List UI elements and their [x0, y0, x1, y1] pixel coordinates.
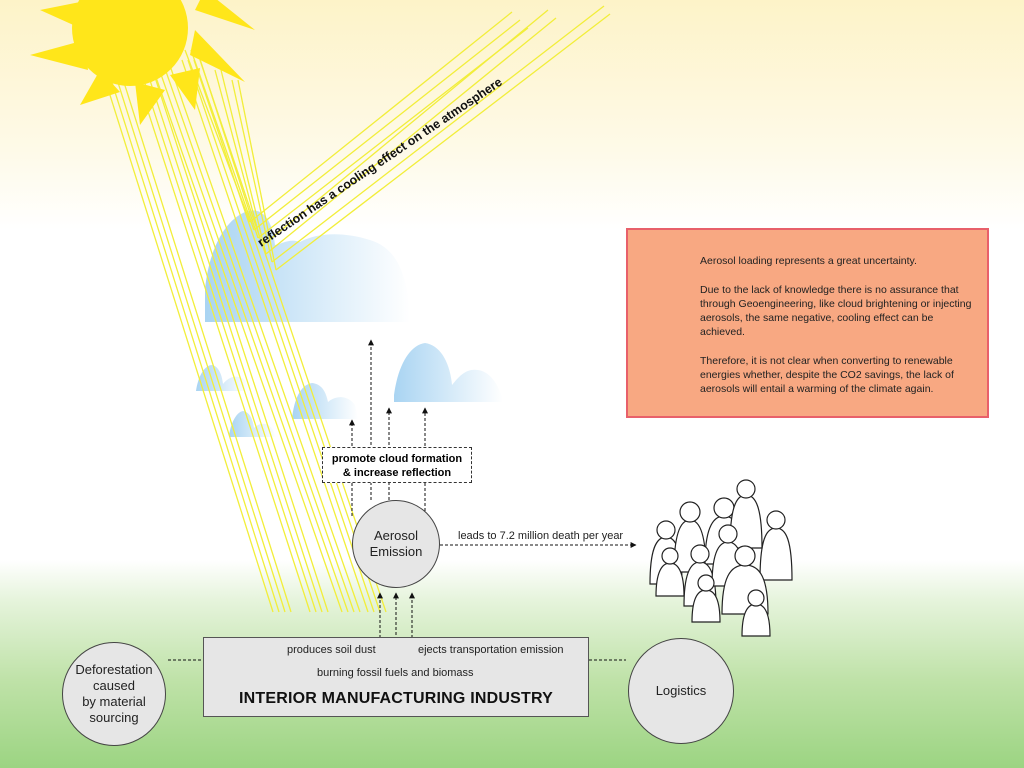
- person: [655, 547, 685, 597]
- logistics-label: Logistics: [655, 683, 707, 698]
- deforestation-line-2: caused: [93, 678, 135, 693]
- warning-line-1: Aerosol loading represents a great uncer…: [700, 255, 917, 267]
- cloud-large: [205, 210, 410, 322]
- sun-icon: [30, 0, 255, 125]
- fossil-label: burning fossil fuels and biomass: [317, 667, 474, 679]
- cloud-small-2: [292, 383, 358, 419]
- uncertainty-box: Aerosol loading represents a great uncer…: [626, 228, 989, 418]
- person: [741, 589, 771, 637]
- aerosol-line-2: Emission: [369, 544, 423, 559]
- logistics-node: Logistics: [628, 638, 734, 744]
- soil-dust-label: produces soil dust: [287, 644, 376, 656]
- deforestation-line-4: sourcing: [89, 710, 139, 725]
- cloud-box-line-1: promote cloud formation: [331, 453, 463, 465]
- warning-paragraph-2: Due to the lack of knowledge there is no…: [700, 284, 972, 338]
- warning-paragraph-3: Therefore, it is not clear when converti…: [700, 355, 954, 395]
- clouds: [196, 210, 503, 437]
- death-label: leads to 7.2 million death per year: [458, 530, 624, 542]
- person: [691, 574, 721, 623]
- crowd-icon: [649, 479, 793, 637]
- transport-label: ejects transportation emission: [418, 644, 564, 656]
- deforestation-line-3: by material: [82, 694, 146, 709]
- industry-title: INTERIOR MANUFACTURING INDUSTRY: [238, 690, 554, 707]
- aerosol-line-1: Aerosol: [373, 528, 419, 543]
- cloud-box-line-2: & increase reflection: [342, 467, 452, 479]
- cloud-small-3: [229, 411, 276, 437]
- cloud-medium: [394, 343, 503, 402]
- industry-box: produces soil dust ejects transportation…: [203, 637, 589, 717]
- cloud-formation-box: promote cloud formation & increase refle…: [322, 447, 472, 483]
- deforestation-node: Deforestation caused by material sourcin…: [62, 642, 166, 746]
- deforestation-line-1: Deforestation: [75, 662, 153, 677]
- person: [759, 510, 793, 581]
- person: [729, 479, 763, 549]
- aerosol-emission-node: Aerosol Emission: [352, 500, 440, 588]
